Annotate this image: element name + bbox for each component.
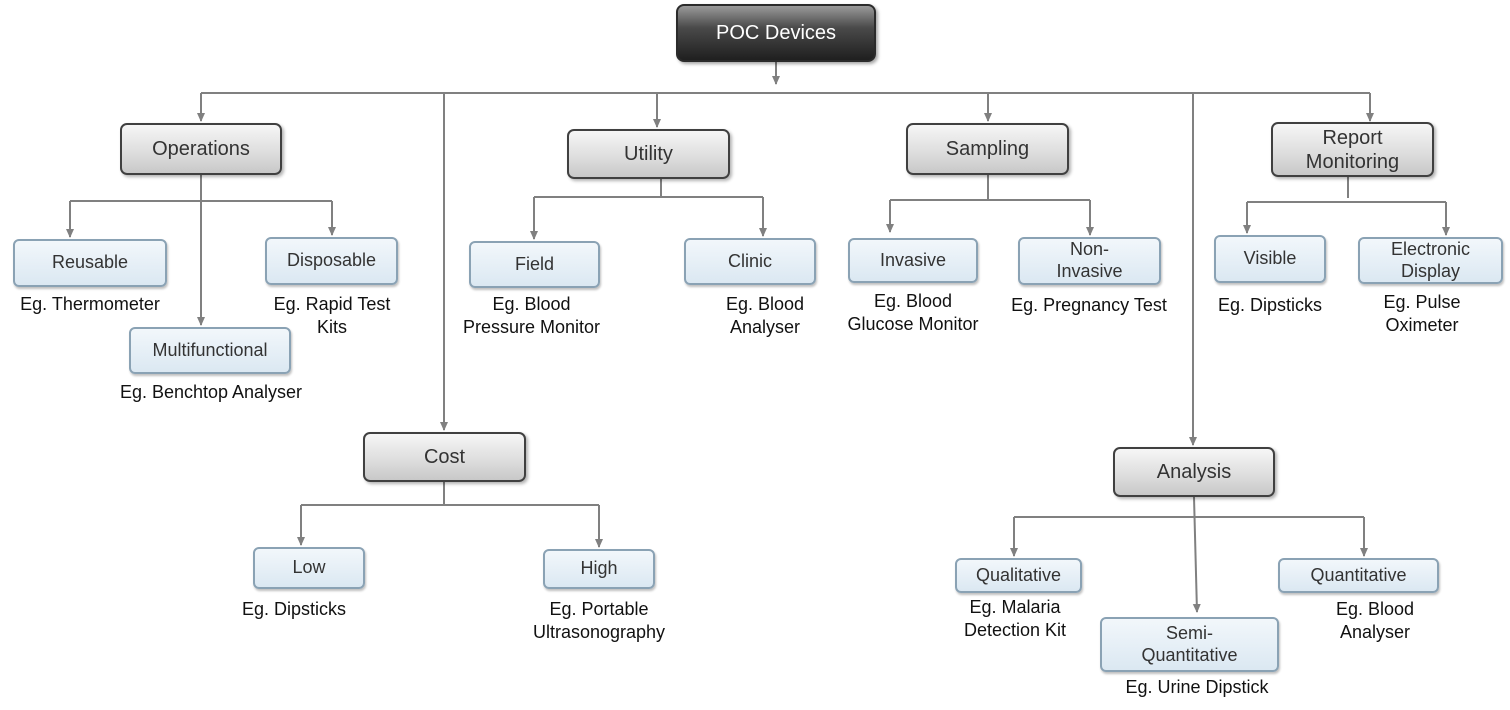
- example-visible: Eg. Dipsticks: [1210, 294, 1330, 317]
- leaf-electronic-display: Electronic Display: [1358, 237, 1503, 284]
- example-non-invasive: Eg. Pregnancy Test: [998, 294, 1180, 317]
- example-field: Eg. Blood Pressure Monitor: [449, 293, 614, 339]
- category-cost: Cost: [363, 432, 526, 482]
- root-node: POC Devices: [676, 4, 876, 62]
- example-semi-quantitative: Eg. Urine Dipstick: [1107, 676, 1287, 699]
- example-high: Eg. Portable Ultrasonography: [519, 598, 679, 644]
- category-analysis: Analysis: [1113, 447, 1275, 497]
- leaf-electronic-display-line-2: Display: [1400, 260, 1461, 281]
- example-low: Eg. Dipsticks: [224, 598, 364, 621]
- leaf-reusable: Reusable: [13, 239, 167, 287]
- leaf-semi-quantitative-line-2: Quantitative: [1141, 644, 1238, 665]
- leaf-non-invasive-line-2: Invasive: [1056, 261, 1123, 281]
- example-field-line-2: Pressure Monitor: [462, 317, 601, 337]
- example-high-line-2: Ultrasonography: [532, 622, 666, 642]
- category-utility: Utility: [567, 129, 730, 179]
- category-report-monitoring: Report Monitoring: [1271, 122, 1434, 177]
- example-visible-line-1: Eg. Dipsticks: [1217, 295, 1323, 315]
- example-quantitative-line-1: Eg. Blood: [1335, 599, 1415, 619]
- example-non-invasive-line-1: Eg. Pregnancy Test: [1011, 295, 1167, 315]
- example-electronic-display: Eg. Pulse Oximeter: [1362, 291, 1482, 337]
- category-sampling: Sampling: [906, 123, 1069, 175]
- leaf-non-invasive-line-1: Non-: [1069, 239, 1109, 260]
- leaf-non-invasive: Non- Invasive: [1018, 237, 1161, 285]
- leaf-semi-quantitative: Semi- Quantitative: [1100, 617, 1279, 672]
- leaf-quantitative: Quantitative: [1278, 558, 1439, 593]
- example-reusable-line-1: Eg. Thermometer: [20, 294, 160, 314]
- connector-analysis-down: [1192, 496, 1201, 613]
- leaf-electronic-display-line-1: Electronic: [1390, 238, 1471, 259]
- leaf-disposable: Disposable: [265, 237, 398, 285]
- leaf-clinic: Clinic: [684, 238, 816, 285]
- leaf-visible: Visible: [1214, 235, 1326, 283]
- example-multifunctional-line-1: Eg. Benchtop Analyser: [119, 382, 303, 402]
- example-multifunctional: Eg. Benchtop Analyser: [100, 381, 322, 404]
- leaf-field: Field: [469, 241, 600, 288]
- example-clinic: Eg. Blood Analyser: [700, 293, 830, 339]
- leaf-low: Low: [253, 547, 365, 589]
- example-quantitative: Eg. Blood Analyser: [1315, 598, 1435, 644]
- leaf-multifunctional: Multifunctional: [129, 327, 291, 374]
- example-clinic-line-2: Analyser: [729, 317, 801, 337]
- leaf-high: High: [543, 549, 655, 589]
- example-semi-quantitative-line-1: Eg. Urine Dipstick: [1125, 677, 1269, 697]
- example-disposable-line-2: Kits: [316, 317, 347, 337]
- category-operations: Operations: [120, 123, 282, 175]
- example-clinic-line-1: Eg. Blood: [725, 294, 805, 314]
- example-disposable: Eg. Rapid Test Kits: [252, 293, 412, 339]
- example-qualitative-line-2: Detection Kit: [963, 620, 1067, 640]
- example-electronic-display-line-2: Oximeter: [1385, 315, 1459, 335]
- example-qualitative-line-1: Eg. Malaria: [969, 597, 1061, 617]
- example-invasive: Eg. Blood Glucose Monitor: [833, 290, 993, 336]
- example-invasive-line-1: Eg. Blood: [873, 291, 953, 311]
- example-invasive-line-2: Glucose Monitor: [847, 314, 979, 334]
- leaf-invasive: Invasive: [848, 238, 978, 283]
- example-high-line-1: Eg. Portable: [549, 599, 649, 619]
- category-report-line-2: Monitoring: [1305, 150, 1400, 173]
- category-report-line-1: Report: [1322, 126, 1383, 149]
- example-qualitative: Eg. Malaria Detection Kit: [950, 596, 1080, 642]
- example-field-line-1: Eg. Blood: [492, 294, 571, 314]
- example-reusable: Eg. Thermometer: [0, 293, 180, 316]
- example-disposable-line-1: Eg. Rapid Test: [273, 294, 391, 314]
- leaf-qualitative: Qualitative: [955, 558, 1082, 593]
- example-electronic-display-line-1: Eg. Pulse: [1383, 292, 1461, 312]
- example-low-line-1: Eg. Dipsticks: [241, 599, 347, 619]
- leaf-semi-quantitative-line-1: Semi-: [1165, 622, 1213, 643]
- example-quantitative-line-2: Analyser: [1339, 622, 1411, 642]
